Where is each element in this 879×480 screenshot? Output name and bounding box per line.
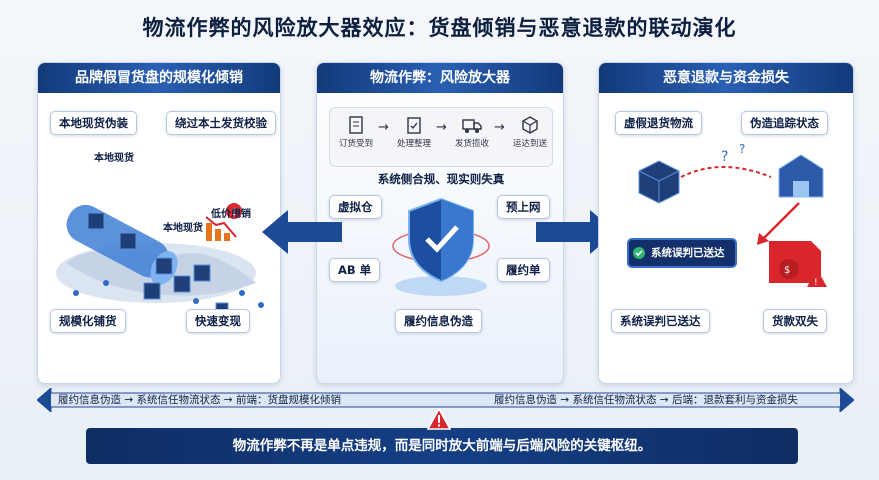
misjudged-delivered-pill: 系统误判已送达 bbox=[611, 309, 710, 333]
step-deliver: 运达到送 bbox=[508, 116, 552, 149]
local-stock-disguise-pill: 本地现货伪装 bbox=[50, 111, 137, 135]
step-order: 订货受到 bbox=[334, 116, 378, 149]
scaled-listing-pill: 规模化铺货 bbox=[50, 309, 126, 333]
arrow-icon: → bbox=[436, 120, 447, 135]
local-stock-label-1: 本地现货 bbox=[94, 153, 134, 164]
system-caption: 系统侧合规、现实则失真 bbox=[377, 172, 505, 186]
back-end-chain: 履约信息伪造 → 系统信任物流状态 → 后端：退款套利与资金损失 bbox=[494, 394, 798, 406]
arrow-icon: → bbox=[378, 120, 389, 135]
svg-text:!: ! bbox=[814, 278, 818, 288]
conclusion-banner: 物流作弊不再是单点违规，而是同时放大前端与后端风险的关键枢纽。 bbox=[86, 428, 798, 464]
arrow-icon: → bbox=[494, 120, 505, 135]
shield-icon bbox=[392, 197, 490, 296]
clipboard-icon bbox=[407, 117, 421, 134]
package-icon bbox=[522, 116, 538, 134]
fulfillment-order-pill: 履约单 bbox=[497, 258, 550, 282]
bypass-check-pill: 绕过本土发货校验 bbox=[166, 111, 276, 135]
logistics-process: 订货受到 → 处理整理 → 发货揽收 → 运达到送 bbox=[329, 107, 553, 167]
double-arrow-band bbox=[37, 388, 854, 412]
svg-text:?: ? bbox=[721, 149, 728, 165]
front-end-chain: 履约信息伪造 → 系统信任物流状态 → 前端：货盘规模化倾销 bbox=[58, 394, 341, 406]
low-price-label: 低价甩销 bbox=[211, 209, 251, 220]
step-process: 处理整理 bbox=[392, 116, 436, 149]
fake-return-logistics-pill: 虚假退货物流 bbox=[615, 111, 702, 135]
pre-online-pill: 预上网 bbox=[497, 195, 550, 219]
left-panel-header: 品牌假冒货盘的规模化倾销 bbox=[38, 63, 280, 93]
double-loss-pill: 货款双失 bbox=[763, 309, 827, 333]
svg-text:$: $ bbox=[784, 265, 790, 276]
check-icon bbox=[633, 247, 645, 259]
middle-panel-header: 物流作弊：风险放大器 bbox=[317, 63, 563, 93]
middle-panel: 物流作弊：风险放大器 订货受到 → 处理整理 → 发货揽收 → 运达到送 系统侧… bbox=[316, 62, 564, 384]
left-arrow-icon bbox=[262, 210, 342, 254]
truck-icon bbox=[462, 119, 482, 133]
right-arrow-icon bbox=[536, 210, 616, 254]
fulfillment-forgery-pill: 履约信息伪造 bbox=[395, 309, 482, 333]
document-icon bbox=[349, 116, 363, 134]
step-ship: 发货揽收 bbox=[450, 116, 494, 149]
warning-icon bbox=[427, 408, 451, 430]
right-panel: 恶意退款与资金损失 虚假退货物流 伪造追踪状态 ? ? $ ! 系统误判已送达 … bbox=[598, 62, 854, 384]
forged-tracking-pill: 伪造追踪状态 bbox=[741, 111, 828, 135]
page-title: 物流作弊的风险放大器效应：货盘倾销与恶意退款的联动演化 bbox=[142, 16, 737, 40]
local-stock-label-2: 本地现货 bbox=[163, 223, 203, 234]
ab-order-pill: AB 单 bbox=[329, 258, 381, 282]
world-map-illustration: $ bbox=[56, 203, 264, 313]
svg-text:$: $ bbox=[231, 207, 237, 218]
left-panel: 品牌假冒货盘的规模化倾销 本地现货伪装 绕过本土发货校验 bbox=[37, 62, 281, 384]
fast-cashout-pill: 快速变现 bbox=[186, 309, 250, 333]
svg-text:?: ? bbox=[739, 142, 745, 156]
system-misjudged-card: 系统误判已送达 bbox=[627, 238, 737, 268]
virtual-warehouse-pill: 虚拟仓 bbox=[329, 195, 382, 219]
right-panel-header: 恶意退款与资金损失 bbox=[599, 63, 853, 93]
refund-flow-illustration: ? ? $ ! bbox=[638, 142, 827, 288]
